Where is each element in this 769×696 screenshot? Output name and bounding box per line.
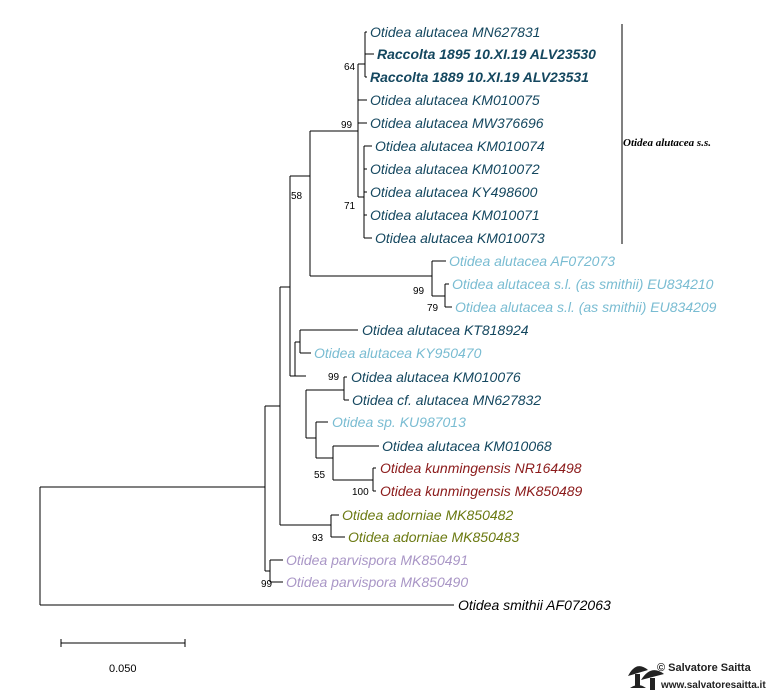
leaf-label: Otidea alutacea KM010076 <box>351 369 521 385</box>
scale-bar: 0.050 <box>60 639 186 675</box>
leaf-labels: Otidea alutacea MN627831 Raccolta 1895 1… <box>286 24 717 613</box>
leaf-label: Otidea parvispora MK850490 <box>286 574 468 590</box>
leaf-label: Otidea adorniae MK850482 <box>342 507 513 523</box>
leaf-label: Otidea smithii AF072063 <box>458 597 611 613</box>
leaf-label: Otidea kunmingensis MK850489 <box>380 483 583 499</box>
watermark-name: © Salvatore Saitta <box>657 662 752 674</box>
tree-branches <box>39 31 454 606</box>
leaf-label: Otidea alutacea AF072073 <box>449 253 615 269</box>
leaf-label: Otidea alutacea KY498600 <box>370 184 538 200</box>
leaf-label: Otidea alutacea KM010072 <box>370 161 540 177</box>
leaf-label: Otidea alutacea s.l. (as smithii) EU8342… <box>452 276 714 292</box>
leaf-label: Otidea alutacea KT818924 <box>362 322 529 338</box>
leaf-label: Otidea alutacea KY950470 <box>314 345 482 361</box>
bootstrap-value: 99 <box>341 120 353 131</box>
watermark-url: www.salvatoresaitta.it <box>660 680 766 691</box>
leaf-label: Otidea alutacea MN627831 <box>370 24 540 40</box>
scale-bar-label: 0.050 <box>109 663 137 675</box>
leaf-label: Otidea alutacea KM010074 <box>375 138 545 154</box>
bootstrap-value: 99 <box>261 579 273 590</box>
leaf-label: Otidea adorniae MK850483 <box>348 529 519 545</box>
leaf-label: Otidea parvispora MK850491 <box>286 552 468 568</box>
watermark: © Salvatore Saitta www.salvatoresaitta.i… <box>628 662 766 691</box>
leaf-label: Otidea alutacea KM010068 <box>382 438 552 454</box>
leaf-label: Raccolta 1895 10.XI.19 ALV23530 <box>377 46 596 62</box>
clade-bracket: Otidea alutacea s.s. <box>621 24 711 244</box>
leaf-label: Otidea alutacea KM010073 <box>375 230 545 246</box>
bootstrap-value: 99 <box>413 286 425 297</box>
bootstrap-value: 55 <box>314 470 326 481</box>
leaf-label: Otidea alutacea KM010071 <box>370 207 540 223</box>
leaf-label: Otidea alutacea KM010075 <box>370 92 540 108</box>
bootstrap-value: 93 <box>312 533 324 544</box>
leaf-label: Raccolta 1889 10.XI.19 ALV23531 <box>370 69 589 85</box>
leaf-label: Otidea alutacea MW376696 <box>370 115 544 131</box>
bootstrap-value: 64 <box>344 62 356 73</box>
bootstrap-value: 99 <box>328 372 340 383</box>
bootstrap-value: 58 <box>291 191 303 202</box>
leaf-label: Otidea alutacea s.l. (as smithii) EU8342… <box>455 299 717 315</box>
bootstrap-value: 71 <box>344 201 356 212</box>
clade-label: Otidea alutacea s.s. <box>623 137 711 149</box>
bootstrap-value: 79 <box>427 303 439 314</box>
leaf-label: Otidea sp. KU987013 <box>332 414 466 430</box>
leaf-label: Otidea kunmingensis NR164498 <box>380 460 582 476</box>
leaf-label: Otidea cf. alutacea MN627832 <box>352 392 541 408</box>
bootstrap-values: 64 99 71 58 99 79 99 55 100 93 99 <box>261 62 439 590</box>
bootstrap-value: 100 <box>352 487 369 498</box>
mushroom-logo-icon <box>628 666 664 690</box>
